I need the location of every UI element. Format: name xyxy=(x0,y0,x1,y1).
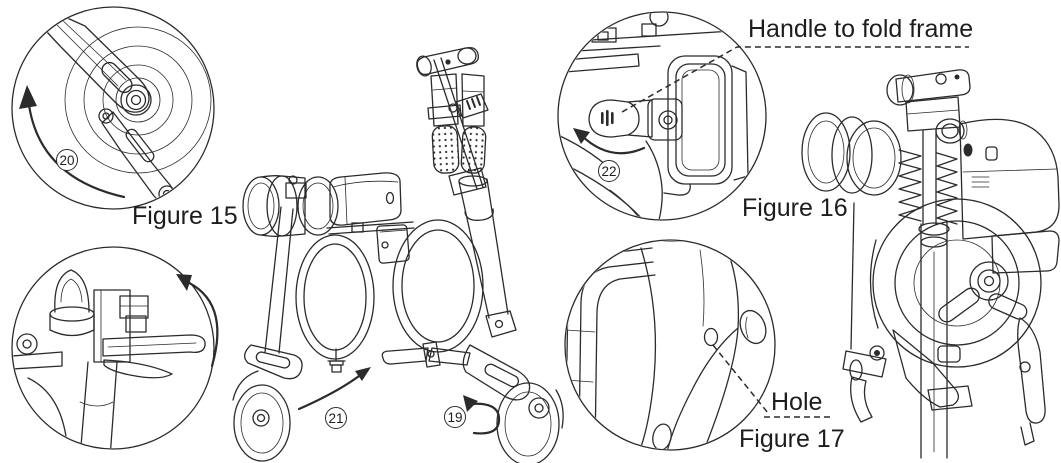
arrow-head-icon xyxy=(463,395,478,412)
folded-bike-drawing xyxy=(801,69,1060,459)
handlebar-grips xyxy=(431,125,487,174)
handle-leader-line xyxy=(621,46,969,113)
frame-hole xyxy=(703,327,719,347)
hole-leader-line xyxy=(712,344,769,414)
clamp-lever-detail-drawing xyxy=(11,246,219,450)
handle-annotation: Handle to fold frame xyxy=(748,15,974,43)
callout-step-21: 21 xyxy=(325,407,347,429)
figure17-caption: Figure 17 xyxy=(739,425,845,453)
arrow-head-icon xyxy=(19,85,37,109)
front-wheel xyxy=(232,344,303,462)
callout-step-22: 22 xyxy=(598,160,620,182)
fold-direction-arrows xyxy=(297,367,501,435)
curved-arrow-icon xyxy=(469,402,501,435)
figure15-detail-drawing xyxy=(11,6,215,210)
rear-wheel xyxy=(462,344,564,463)
curved-arrow-icon xyxy=(27,103,126,199)
curved-arrow-icon xyxy=(181,278,219,368)
callout-step-20: 20 xyxy=(56,149,78,171)
callout-step-19: 19 xyxy=(444,406,466,428)
figure16-caption: Figure 16 xyxy=(742,194,848,222)
half-folded-bike-drawing xyxy=(232,46,564,463)
figure15-caption: Figure 15 xyxy=(132,202,238,230)
curved-arrow-icon xyxy=(297,371,365,411)
stacked-wheels xyxy=(869,198,1042,368)
curved-arrow-icon xyxy=(579,133,646,155)
arrow-head-icon xyxy=(573,128,590,144)
figure17-detail-drawing xyxy=(564,239,834,451)
arrow-head-icon xyxy=(355,367,371,381)
arrow-head-icon xyxy=(176,274,192,291)
hole-annotation: Hole xyxy=(771,388,823,416)
